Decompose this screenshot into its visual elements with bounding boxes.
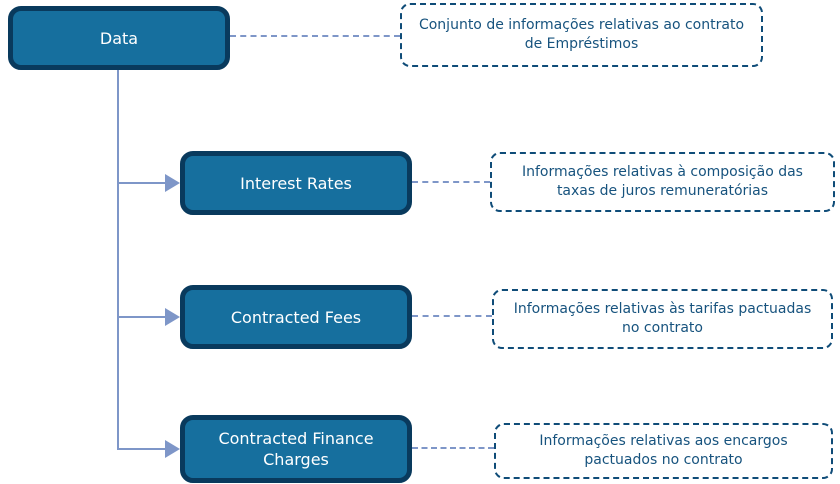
node-interest-rates-label: Interest Rates (240, 173, 352, 193)
branch-line (118, 448, 170, 450)
node-data: Data (8, 6, 230, 70)
dashed-connector-finance-charges-note (412, 447, 494, 449)
arrowhead-icon (165, 174, 180, 192)
arrowhead-icon (165, 440, 180, 458)
note-interest-rates: Informações relativas à composição das t… (490, 152, 835, 212)
note-contracted-finance-charges-text: Informações relativas aos encargos pactu… (539, 433, 788, 468)
dashed-connector-contracted-fees-note (412, 315, 492, 317)
dashed-connector-interest-rates-note (412, 181, 490, 183)
arrowhead-icon (165, 308, 180, 326)
node-interest-rates: Interest Rates (180, 151, 412, 215)
node-data-label: Data (99, 28, 139, 48)
connector-trunk (117, 70, 119, 450)
note-contracted-finance-charges: Informações relativas aos encargos pactu… (494, 423, 833, 479)
branch-line (118, 316, 170, 318)
note-contracted-fees: Informações relativas às tarifas pactuad… (492, 289, 833, 349)
note-interest-rates-text: Informações relativas à composição das t… (522, 164, 803, 199)
node-contracted-finance-charges-label: Contracted Finance Charges (218, 429, 374, 469)
branch-line (118, 182, 170, 184)
dashed-connector-data-note (230, 35, 400, 37)
node-contracted-finance-charges: Contracted Finance Charges (180, 415, 412, 483)
node-contracted-fees-label: Contracted Fees (230, 307, 362, 327)
note-data-text: Conjunto de informações relativas ao con… (418, 17, 745, 52)
node-contracted-fees: Contracted Fees (180, 285, 412, 349)
note-data: Conjunto de informações relativas ao con… (400, 3, 763, 67)
note-contracted-fees-text: Informações relativas às tarifas pactuad… (513, 301, 812, 336)
